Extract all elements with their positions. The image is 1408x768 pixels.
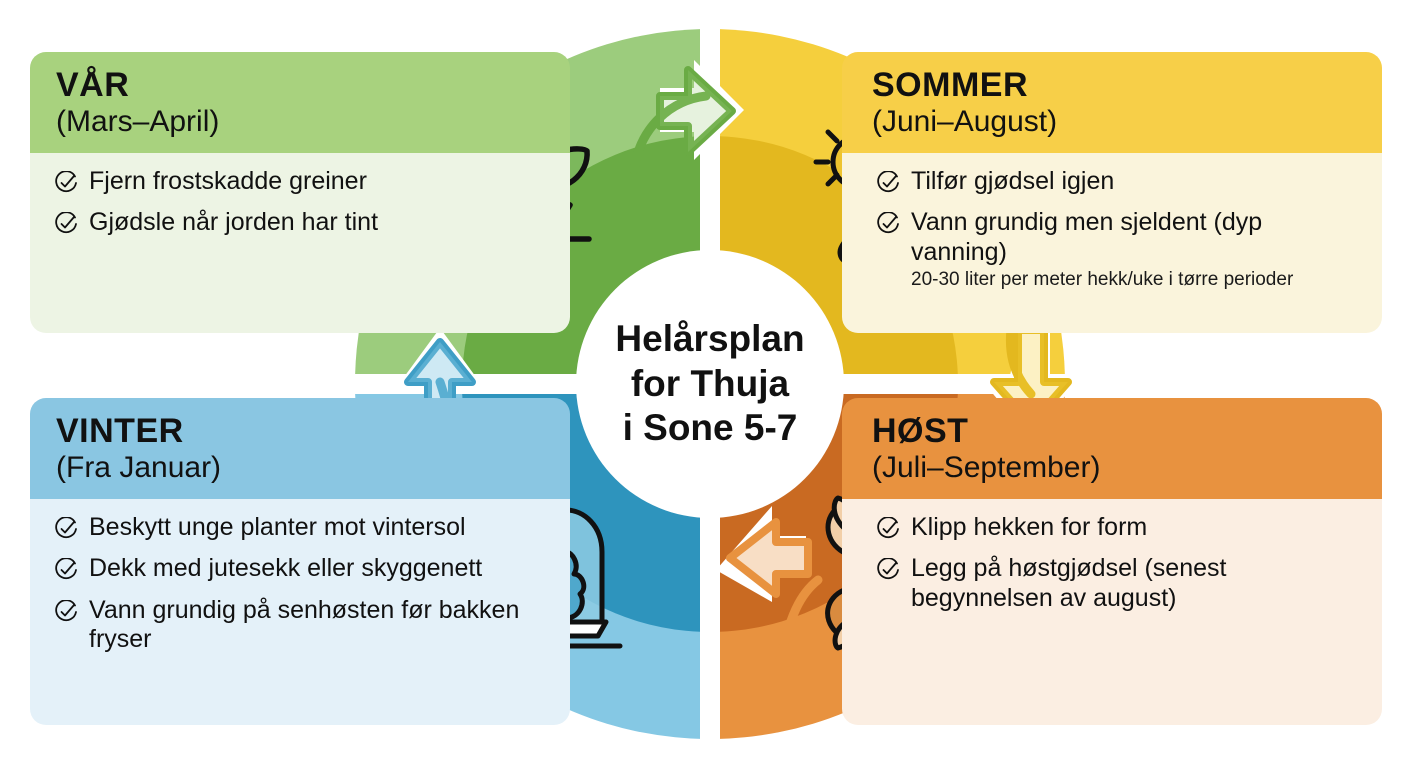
- panel-winter-title: VINTER: [56, 412, 184, 450]
- list-item-text: Klipp hekken for form: [911, 512, 1148, 541]
- panel-spring-header: VÅR (Mars–April): [30, 52, 570, 153]
- list-item: Gjødsle når jorden har tint: [54, 208, 546, 238]
- panel-spring-period: (Mars–April): [56, 105, 220, 139]
- page-title: Helårsplan for Thuja i Sone 5-7: [615, 318, 805, 449]
- panel-autumn-title: HØST: [872, 412, 969, 450]
- check-circle-icon: [54, 516, 78, 541]
- arrow-autumn-to-winter: [716, 506, 823, 665]
- list-item-text: Beskytt unge planter mot vintersol: [89, 512, 466, 541]
- panel-summer-note: 20-30 liter per meter hekk/uke i tørre p…: [911, 269, 1294, 291]
- panel-spring-list: Fjern frostskadde greiner Gjødsle når jo…: [54, 167, 546, 238]
- panel-winter-body: Beskytt unge planter mot vintersol Dekk …: [30, 498, 570, 725]
- list-item-text: Legg på høstgjødsel (senest begynnelsen …: [911, 554, 1227, 612]
- panel-winter-list: Beskytt unge planter mot vintersol Dekk …: [54, 513, 546, 655]
- panel-winter: VINTER (Fra Januar) Beskytt unge planter…: [30, 398, 570, 725]
- panel-summer-body: Tilfør gjødsel igjen Vann grundig men sj…: [842, 152, 1382, 333]
- check-circle-icon: [54, 558, 78, 582]
- panel-autumn-body: Klipp hekken for form Legg på høstgjødse…: [842, 498, 1382, 725]
- list-item-text: Tilfør gjødsel igjen: [911, 166, 1115, 195]
- panel-winter-header: VINTER (Fra Januar): [30, 398, 570, 499]
- panel-autumn-period: (Juli–September): [872, 451, 1101, 485]
- panel-summer-period: (Juni–August): [872, 105, 1058, 139]
- panel-autumn-list: Klipp hekken for form Legg på høstgjødse…: [876, 513, 1358, 614]
- check-circle-icon: [876, 558, 900, 582]
- list-item: Vann grundig men sjeldent (dyp vanning): [876, 208, 1358, 267]
- list-item: Dekk med jutesekk eller skyggenett: [54, 554, 546, 584]
- panel-autumn: HØST (Juli–September) Klipp hekken for f…: [842, 398, 1382, 725]
- arrow-spring-to-summer: [629, 60, 744, 175]
- list-item-text: Dekk med jutesekk eller skyggenett: [89, 554, 483, 583]
- list-item: Legg på høstgjødsel (senest begynnelsen …: [876, 554, 1358, 613]
- panel-spring: VÅR (Mars–April) Fjern frostskadde grein…: [30, 52, 570, 333]
- list-item: Vann grundig på senhøsten før bakken fry…: [54, 596, 546, 655]
- check-circle-icon: [54, 212, 78, 236]
- panel-summer-header: SOMMER (Juni–August): [842, 52, 1382, 153]
- list-item-text: Fjern frostskadde greiner: [89, 166, 367, 195]
- check-circle-icon: [54, 599, 78, 624]
- list-item: Fjern frostskadde greiner: [54, 167, 546, 197]
- panel-spring-title: VÅR: [56, 66, 130, 104]
- list-item: Klipp hekken for form: [876, 513, 1358, 543]
- list-item-text: Vann grundig men sjeldent (dyp vanning): [911, 208, 1263, 266]
- check-circle-icon: [54, 170, 78, 195]
- check-circle-icon: [876, 170, 900, 195]
- panel-spring-body: Fjern frostskadde greiner Gjødsle når jo…: [30, 152, 570, 333]
- panel-winter-period: (Fra Januar): [56, 451, 222, 485]
- center-hub: Helårsplan for Thuja i Sone 5-7: [578, 252, 842, 516]
- check-circle-icon: [876, 516, 900, 541]
- list-item-text: Gjødsle når jorden har tint: [89, 208, 379, 237]
- list-item: Tilfør gjødsel igjen: [876, 167, 1358, 197]
- list-item-text: Vann grundig på senhøsten før bakken fry…: [89, 595, 520, 654]
- panel-summer-title: SOMMER: [872, 66, 1028, 104]
- list-item: Beskytt unge planter mot vintersol: [54, 513, 546, 543]
- panel-autumn-header: HØST (Juli–September): [842, 398, 1382, 499]
- panel-summer: SOMMER (Juni–August) Tilfør gjødsel igje…: [842, 52, 1382, 333]
- panel-summer-list: Tilfør gjødsel igjen Vann grundig men sj…: [876, 167, 1358, 268]
- check-circle-icon: [876, 212, 900, 236]
